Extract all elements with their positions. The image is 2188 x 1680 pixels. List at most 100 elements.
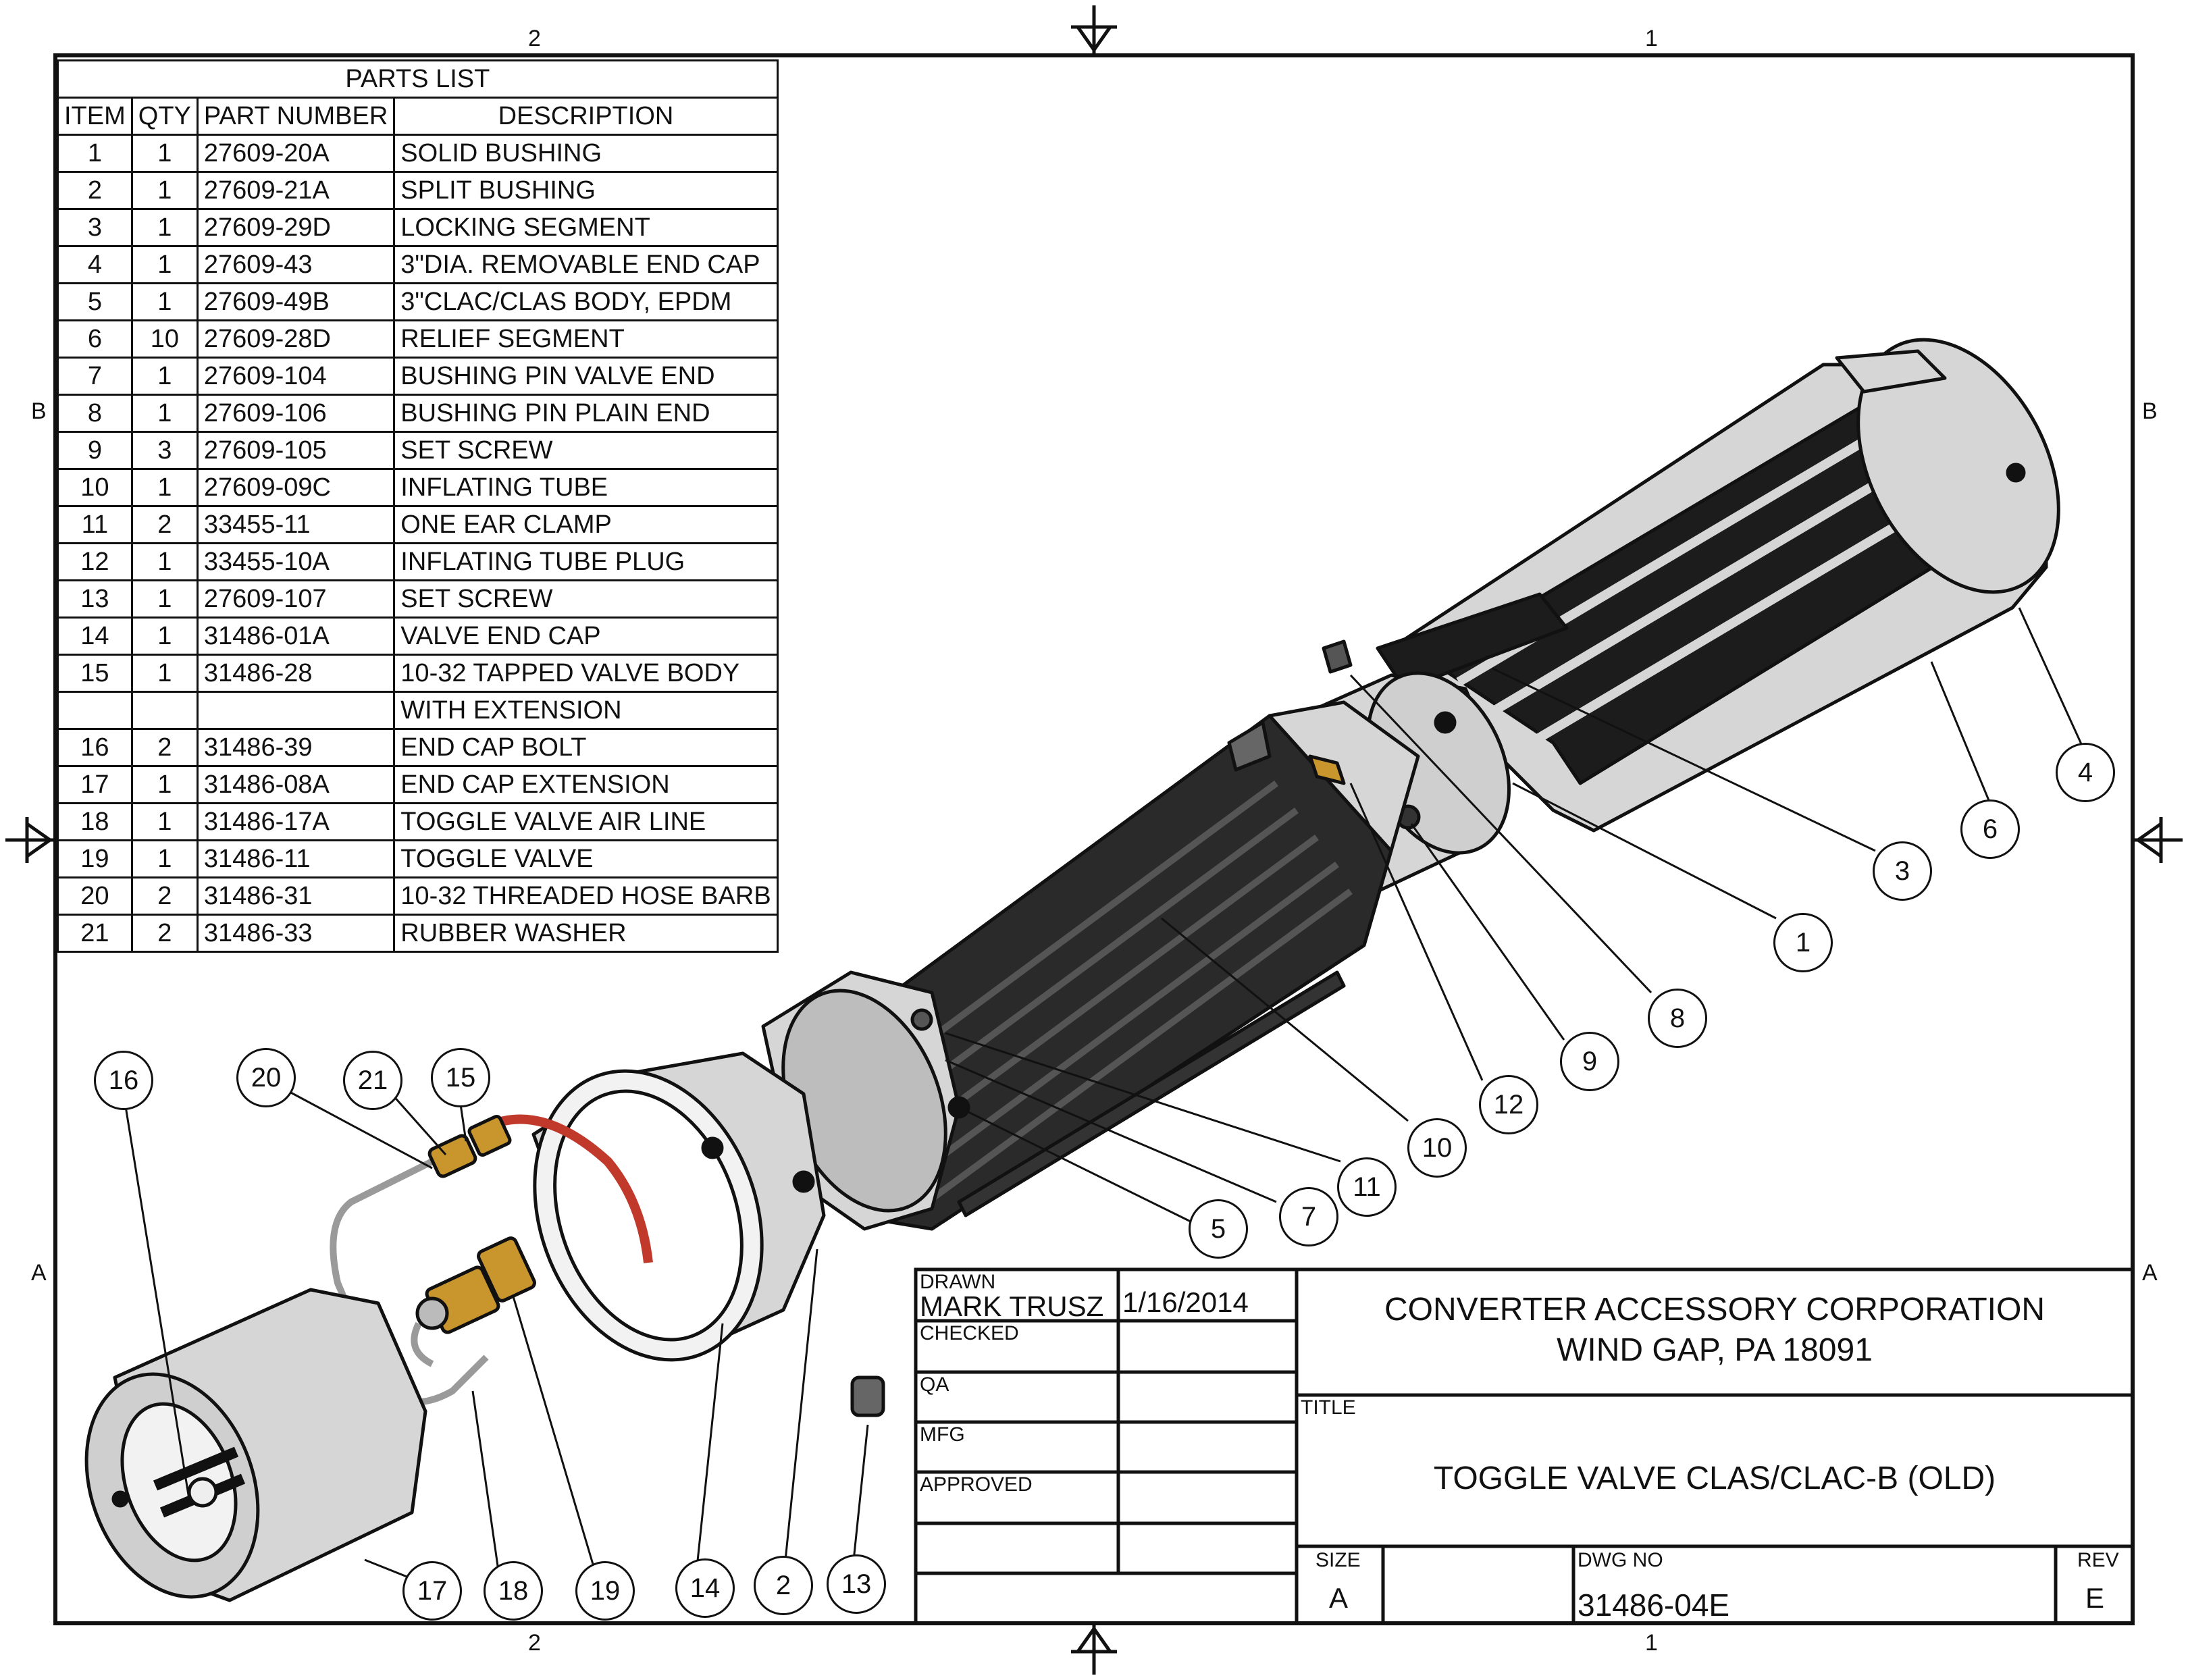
item-cell: 17 bbox=[57, 765, 133, 804]
balloon-16: 16 bbox=[94, 1051, 153, 1110]
part-number-cell: 31486-31 bbox=[196, 876, 396, 916]
part-number-cell: 33455-10A bbox=[196, 542, 396, 581]
balloon-17: 17 bbox=[402, 1561, 462, 1621]
part-number-cell: 27609-49B bbox=[196, 282, 396, 321]
part-number-cell: 27609-09C bbox=[196, 468, 396, 507]
item-cell: 14 bbox=[57, 616, 133, 656]
part-number-cell: 27609-106 bbox=[196, 394, 396, 433]
valve-body-fittings bbox=[427, 1114, 512, 1178]
set-screw-13 bbox=[850, 1375, 885, 1417]
parts-list-table: PARTS LIST ITEM QTY PART NUMBER DESCRIPT… bbox=[57, 59, 779, 953]
description-cell: 10-32 TAPPED VALVE BODY bbox=[393, 654, 779, 693]
item-cell: 10 bbox=[57, 468, 133, 507]
zone-right-lower: A bbox=[2142, 1260, 2158, 1286]
description-cell: TOGGLE VALVE AIR LINE bbox=[393, 802, 779, 841]
item-cell: 20 bbox=[57, 876, 133, 916]
zone-bottom-right: 1 bbox=[1645, 1630, 1658, 1656]
end-cap-extension bbox=[84, 1288, 427, 1602]
item-cell: 8 bbox=[57, 394, 133, 433]
description-cell: SPLIT BUSHING bbox=[393, 171, 779, 210]
qty-cell: 1 bbox=[130, 654, 199, 693]
qty-cell: 1 bbox=[130, 357, 199, 396]
item-cell: 3 bbox=[57, 208, 133, 247]
part-number-cell: 31486-28 bbox=[196, 654, 396, 693]
drawn-date: 1/16/2014 bbox=[1122, 1286, 1249, 1318]
qty-cell: 1 bbox=[130, 245, 199, 284]
item-cell: 2 bbox=[57, 171, 133, 210]
zone-right-upper: B bbox=[2142, 398, 2158, 424]
end-cap-and-relief-segments bbox=[1376, 338, 2060, 833]
description-cell: INFLATING TUBE PLUG bbox=[393, 542, 779, 581]
col-header-qty: QTY bbox=[130, 97, 199, 136]
qty-cell: 3 bbox=[130, 431, 199, 470]
inflating-tube bbox=[470, 1114, 653, 1263]
qty-cell: 1 bbox=[130, 765, 199, 804]
approved-label: APPROVED bbox=[920, 1473, 1033, 1496]
balloon-4: 4 bbox=[2056, 743, 2115, 802]
item-cell: 4 bbox=[57, 245, 133, 284]
zone-left-upper: B bbox=[31, 398, 47, 424]
balloon-9: 9 bbox=[1560, 1032, 1619, 1091]
description-cell: BUSHING PIN PLAIN END bbox=[393, 394, 779, 433]
description-cell: 10-32 THREADED HOSE BARB bbox=[393, 876, 779, 916]
qty-cell: 2 bbox=[130, 505, 199, 544]
balloon-6: 6 bbox=[1960, 799, 2020, 859]
toggle-valve bbox=[415, 1236, 536, 1334]
description-cell: SOLID BUSHING bbox=[393, 134, 779, 173]
description-cell: ONE EAR CLAMP bbox=[393, 505, 779, 544]
balloon-21: 21 bbox=[343, 1051, 402, 1110]
drawing-title: TOGGLE VALVE CLAS/CLAC-B (OLD) bbox=[1433, 1461, 1996, 1496]
description-cell: 3"DIA. REMOVABLE END CAP bbox=[393, 245, 779, 284]
zone-left-lower: A bbox=[31, 1260, 47, 1286]
qty-cell: 1 bbox=[130, 839, 199, 878]
description-cell: WITH EXTENSION bbox=[393, 691, 779, 730]
col-header-description: DESCRIPTION bbox=[393, 97, 779, 136]
part-number-cell: 31486-08A bbox=[196, 765, 396, 804]
qty-cell: 1 bbox=[130, 282, 199, 321]
part-number-cell: 33455-11 bbox=[196, 505, 396, 544]
balloon-2: 2 bbox=[754, 1556, 813, 1615]
qty-cell: 1 bbox=[130, 208, 199, 247]
size-value: A bbox=[1329, 1582, 1349, 1614]
description-cell: BUSHING PIN VALVE END bbox=[393, 357, 779, 396]
balloon-12: 12 bbox=[1479, 1075, 1538, 1134]
table-row: WITH EXTENSION bbox=[57, 691, 779, 730]
item-cell: 15 bbox=[57, 654, 133, 693]
part-number-cell: 31486-33 bbox=[196, 914, 396, 953]
description-cell: INFLATING TUBE bbox=[393, 468, 779, 507]
qa-label: QA bbox=[920, 1373, 949, 1396]
size-label: SIZE bbox=[1316, 1549, 1361, 1571]
part-number-cell: 27609-107 bbox=[196, 579, 396, 619]
qty-cell: 2 bbox=[130, 914, 199, 953]
item-cell: 21 bbox=[57, 914, 133, 953]
col-header-part-number: PART NUMBER bbox=[196, 97, 396, 136]
balloon-3: 3 bbox=[1873, 841, 1932, 901]
drawn-by: MARK TRUSZ bbox=[920, 1290, 1104, 1322]
qty-cell: 2 bbox=[130, 728, 199, 767]
part-number-cell: 27609-29D bbox=[196, 208, 396, 247]
balloon-18: 18 bbox=[484, 1561, 543, 1621]
description-cell: RUBBER WASHER bbox=[393, 914, 779, 953]
part-number-cell: 27609-104 bbox=[196, 357, 396, 396]
exploded-assembly bbox=[84, 338, 2060, 1602]
balloon-5: 5 bbox=[1189, 1199, 1248, 1259]
part-number-cell: 27609-28D bbox=[196, 319, 396, 359]
item-cell: 11 bbox=[57, 505, 133, 544]
balloon-13: 13 bbox=[827, 1554, 886, 1614]
qty-cell: 1 bbox=[130, 579, 199, 619]
item-cell: 12 bbox=[57, 542, 133, 581]
description-cell: VALVE END CAP bbox=[393, 616, 779, 656]
description-cell: 3"CLAC/CLAS BODY, EPDM bbox=[393, 282, 779, 321]
